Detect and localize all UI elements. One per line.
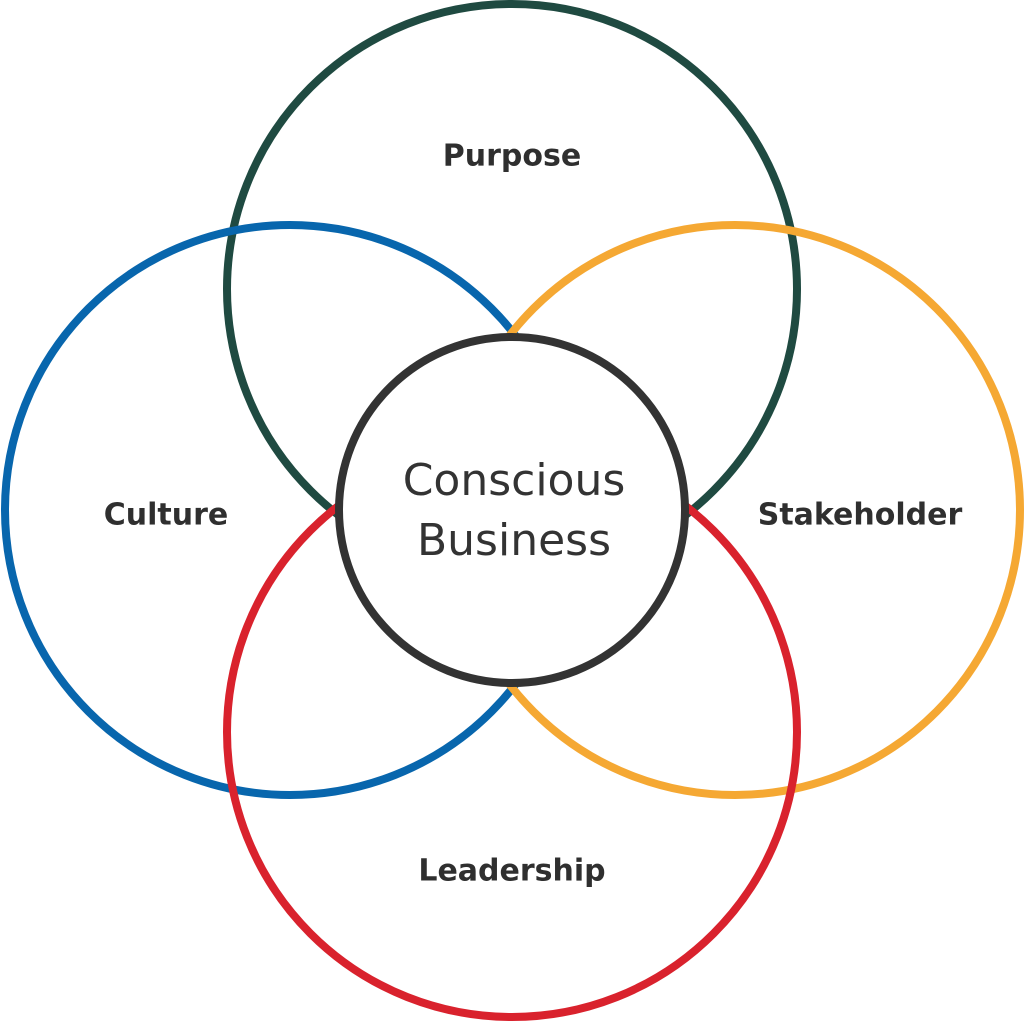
center-label-line2: Business xyxy=(417,515,611,566)
leadership-label: Leadership xyxy=(418,854,605,889)
purpose-label: Purpose xyxy=(443,139,581,174)
culture-label: Culture xyxy=(104,498,229,533)
center-label-line1: Conscious xyxy=(403,455,626,506)
center-ring xyxy=(335,333,689,687)
stakeholder-label: Stakeholder xyxy=(758,498,963,533)
